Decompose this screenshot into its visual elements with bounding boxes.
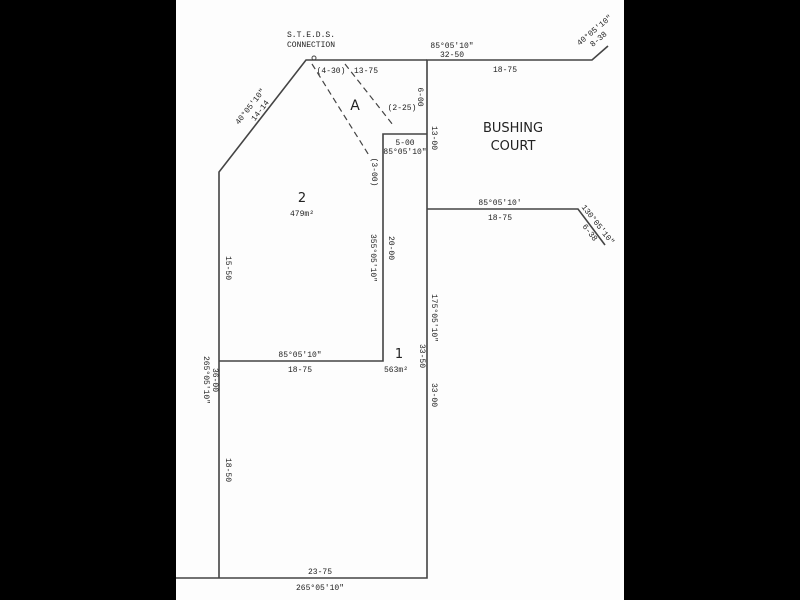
dim-label: 18-75 xyxy=(488,214,512,223)
street-name: COURT xyxy=(491,139,536,154)
dim-label: (3-00) xyxy=(369,158,378,187)
dim-label: 15-50 xyxy=(223,256,232,280)
connection-point xyxy=(311,55,317,61)
dim-label: 265°05'10" xyxy=(201,356,210,404)
dim-label: 18-75 xyxy=(288,366,312,375)
dim-label: (2-25) xyxy=(388,104,417,113)
easement-line xyxy=(311,63,371,158)
boundary-line xyxy=(218,59,427,578)
dim-label: 85°05'10' xyxy=(478,199,521,208)
dim-label: 175°05'10" xyxy=(429,294,438,342)
lot-area: 479m² xyxy=(290,210,314,219)
dim-label: (4-30) xyxy=(317,67,346,76)
connection-label: CONNECTION xyxy=(287,41,335,50)
dim-label: 85°05'10" xyxy=(430,42,473,51)
lot-number: 1 xyxy=(395,347,403,362)
street-name: BUSHING xyxy=(483,121,543,136)
boundary-line xyxy=(427,208,606,246)
dim-label: 33-00 xyxy=(429,383,438,407)
dim-label: 36-00 xyxy=(210,368,219,392)
dim-label: 85°05'10" xyxy=(278,351,321,360)
dim-label: 6-00 xyxy=(415,87,424,106)
survey-plan-sheet xyxy=(176,0,624,600)
connection-label: S.T.E.D.S. xyxy=(287,31,335,40)
lot-divider xyxy=(219,133,427,362)
easement-label: A xyxy=(350,98,360,114)
dim-label: 265°05'10" xyxy=(296,584,344,593)
dim-label: 18-50 xyxy=(223,458,232,482)
lot-number: 2 xyxy=(298,191,306,206)
dim-label: 18-75 xyxy=(493,66,517,75)
dim-label: 23-75 xyxy=(308,568,332,577)
dim-label: 20-00 xyxy=(386,236,395,260)
dim-label: 33-50 xyxy=(417,344,426,368)
lot-area: 563m² xyxy=(384,366,408,375)
dim-label: 32-50 xyxy=(440,51,464,60)
dim-label: 13-00 xyxy=(429,126,438,150)
dim-label: 5-00 xyxy=(395,139,414,148)
dim-label: 13-75 xyxy=(354,67,378,76)
dim-label: 85°05'10" xyxy=(383,148,426,157)
dim-label: 355°05'10" xyxy=(368,234,377,282)
easement-line xyxy=(344,63,394,126)
